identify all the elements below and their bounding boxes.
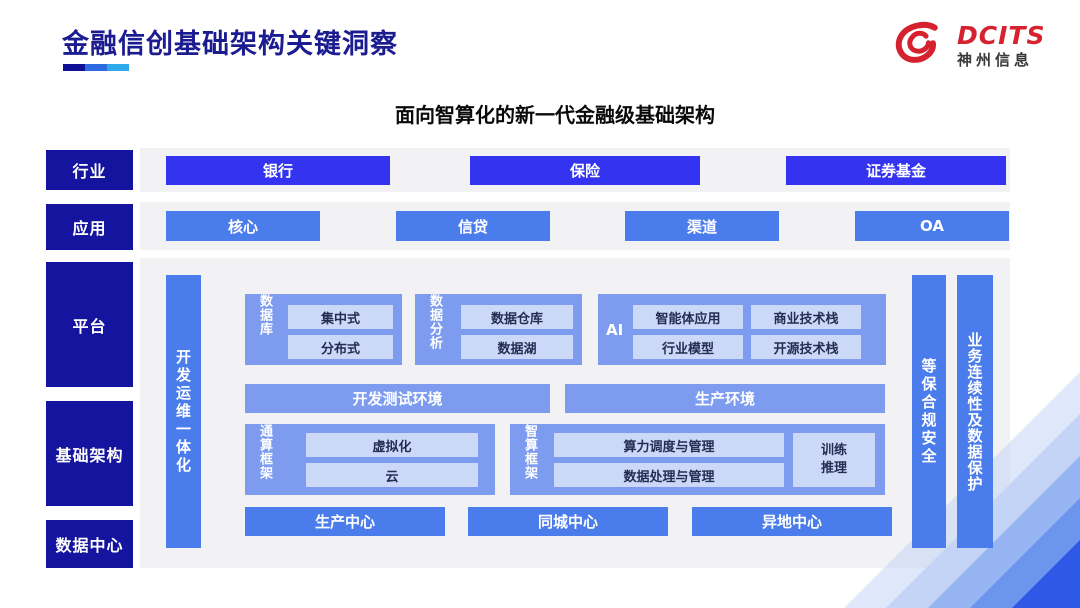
ai-framework-item-data-processing: 数据处理与管理	[554, 463, 784, 487]
company-logo: DCITS 神州信息	[890, 20, 1045, 70]
ai-framework-label: 智算框架	[522, 424, 537, 480]
logo-company-text: 神州信息	[957, 50, 1034, 69]
center-item-production: 生产中心	[245, 507, 445, 536]
industry-item-securities: 证券基金	[786, 156, 1006, 185]
underline-segment-mid	[85, 64, 107, 71]
ai-group-label: AI	[606, 320, 624, 339]
app-item-credit: 信贷	[396, 211, 550, 241]
logo-brand-text: DCITS	[957, 21, 1046, 50]
ai-group: AI 智能体应用 商业技术栈 行业模型 开源技术栈	[598, 294, 886, 365]
dev-test-environment-bar: 开发测试环境	[245, 384, 550, 413]
dcits-swirl-icon	[890, 20, 948, 70]
underline-segment-light	[107, 64, 129, 71]
industry-item-insurance: 保险	[470, 156, 700, 185]
layer-label-industry: 行业	[46, 150, 133, 190]
ai-item-industry-model: 行业模型	[633, 335, 743, 359]
analytics-item-lake: 数据湖	[461, 335, 573, 359]
ai-framework-group: 智算框架 算力调度与管理 数据处理与管理 训练 推理	[510, 424, 885, 495]
analytics-group-label: 数据分析	[427, 294, 442, 350]
ai-item-commercial-stack: 商业技术栈	[751, 305, 861, 329]
general-framework-group: 通算框架 虚拟化 云	[245, 424, 495, 495]
app-item-oa: OA	[855, 211, 1009, 241]
database-item-distributed: 分布式	[288, 335, 393, 359]
industry-item-bank: 银行	[166, 156, 390, 185]
security-vertical-bar: 等保合规安全	[912, 275, 946, 548]
layer-label-application: 应用	[46, 204, 133, 250]
devops-vertical-bar: 开发运维一体化	[166, 275, 201, 548]
general-framework-label: 通算框架	[257, 424, 272, 480]
center-item-remote: 异地中心	[692, 507, 892, 536]
app-item-core: 核心	[166, 211, 320, 241]
database-group: 数据库 集中式 分布式	[245, 294, 402, 365]
general-item-cloud: 云	[306, 463, 478, 487]
title-underline	[63, 64, 129, 71]
continuity-vertical-bar: 业务连续性及数据保护	[957, 275, 993, 548]
ai-framework-item-train-inference: 训练 推理	[793, 433, 875, 487]
center-item-same-city: 同城中心	[468, 507, 668, 536]
database-item-centralized: 集中式	[288, 305, 393, 329]
analytics-item-warehouse: 数据仓库	[461, 305, 573, 329]
layer-label-infrastructure: 基础架构	[46, 401, 133, 506]
analytics-group: 数据分析 数据仓库 数据湖	[415, 294, 582, 365]
ai-item-opensource-stack: 开源技术栈	[751, 335, 861, 359]
ai-framework-item-compute-scheduling: 算力调度与管理	[554, 433, 784, 457]
layer-label-datacenter: 数据中心	[46, 520, 133, 568]
layer-label-platform: 平台	[46, 262, 133, 387]
production-environment-bar: 生产环境	[565, 384, 885, 413]
database-group-label: 数据库	[257, 294, 272, 336]
underline-segment-dark	[63, 64, 85, 71]
ai-item-agent-app: 智能体应用	[633, 305, 743, 329]
app-item-channel: 渠道	[625, 211, 779, 241]
general-item-virtualization: 虚拟化	[306, 433, 478, 457]
diagram-subtitle: 面向智算化的新一代金融级基础架构	[395, 103, 715, 127]
page-title: 金融信创基础架构关键洞察	[62, 29, 398, 60]
